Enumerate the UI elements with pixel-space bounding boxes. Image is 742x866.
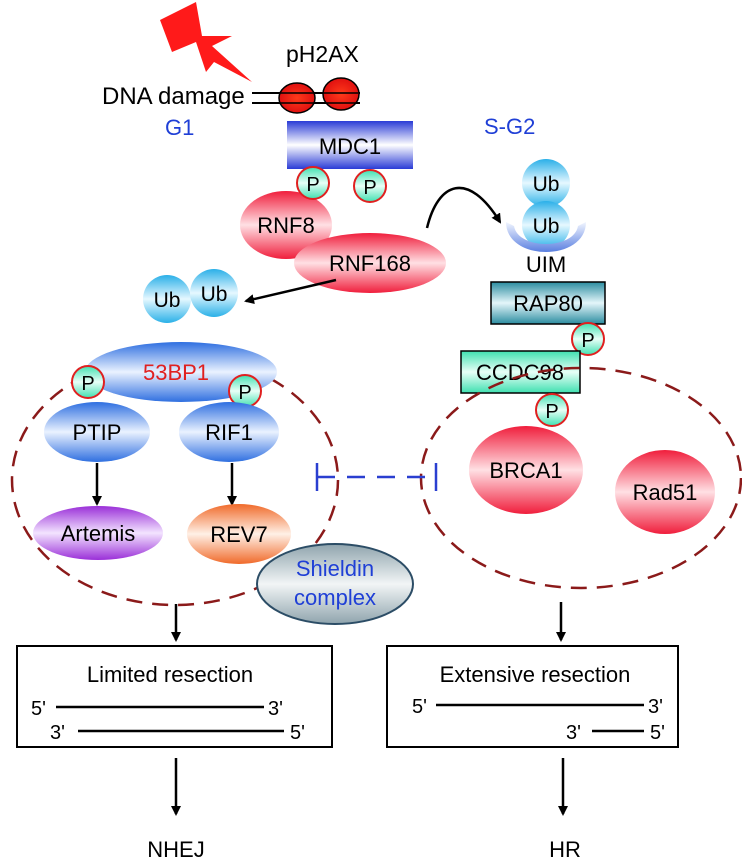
uim-cup bbox=[506, 222, 586, 252]
rnf8-label: RNF8 bbox=[257, 213, 314, 238]
extensive-resection-label: Extensive resection bbox=[440, 662, 631, 687]
limited-5prime-bottom: 5' bbox=[290, 722, 305, 744]
ubiquitin-left-1: Ub bbox=[143, 275, 191, 323]
uim-label: UIM bbox=[526, 252, 566, 277]
limited-3prime-top: 3' bbox=[268, 698, 283, 720]
ph2ax-label: pH2AX bbox=[286, 41, 359, 67]
artemis-ellipse bbox=[33, 506, 163, 560]
svg-text:Ub: Ub bbox=[201, 283, 228, 306]
ccdc98-box bbox=[460, 350, 581, 394]
svg-text:Ub: Ub bbox=[533, 215, 560, 238]
limited-5prime-top: 5' bbox=[31, 698, 46, 720]
nhej-label: NHEJ bbox=[147, 837, 204, 862]
rad51-label: Rad51 bbox=[633, 480, 698, 505]
mdc1-box bbox=[287, 121, 413, 169]
phospho-53bp1-right: P bbox=[228, 374, 262, 408]
mutual-inhibition-line bbox=[315, 463, 438, 491]
phospho-53bp1-left: P bbox=[71, 365, 105, 399]
phospho-rap80: P bbox=[571, 322, 605, 356]
histone-left bbox=[278, 82, 316, 114]
phospho-mdc1-left: P bbox=[296, 166, 330, 200]
svg-text:P: P bbox=[306, 174, 319, 196]
svg-text:Ub: Ub bbox=[533, 173, 560, 196]
curved-arrow-to-uim bbox=[425, 186, 502, 229]
extensive-3prime-bottom: 3' bbox=[566, 722, 581, 744]
artemis-label: Artemis bbox=[61, 521, 136, 546]
histone-right bbox=[322, 77, 360, 111]
rap80-box bbox=[490, 281, 606, 325]
limited-3prime-bottom: 3' bbox=[50, 722, 65, 744]
rev7-label: REV7 bbox=[210, 522, 267, 547]
lightning-bolt-icon bbox=[160, 2, 252, 82]
extensive-3prime-top: 3' bbox=[648, 696, 663, 718]
mdc1-label: MDC1 bbox=[319, 134, 381, 159]
hr-label: HR bbox=[549, 837, 581, 862]
svg-text:P: P bbox=[581, 330, 594, 352]
svg-text:P: P bbox=[238, 382, 251, 404]
rad51-ellipse bbox=[615, 450, 715, 534]
rnf8-ellipse bbox=[240, 191, 332, 259]
ubiquitin-left-2: Ub bbox=[190, 269, 238, 317]
ptip-label: PTIP bbox=[73, 420, 122, 445]
rev7-ellipse bbox=[187, 504, 291, 564]
rnf168-label: RNF168 bbox=[329, 251, 411, 276]
extensive-5prime-bottom: 5' bbox=[650, 722, 665, 744]
arrow-rnf168-to-ub bbox=[244, 278, 337, 305]
dna-damage-label: DNA damage bbox=[102, 83, 245, 110]
g1-label: G1 bbox=[165, 115, 194, 140]
phospho-ccdc98: P bbox=[535, 393, 569, 427]
ptip-ellipse bbox=[44, 402, 150, 462]
rif1-ellipse bbox=[179, 402, 279, 462]
rif1-label: RIF1 bbox=[205, 420, 253, 445]
ubiquitin-right-bottom: Ub bbox=[522, 201, 570, 249]
limited-resection-label: Limited resection bbox=[87, 662, 253, 687]
brca1-ellipse bbox=[469, 426, 583, 514]
ccdc98-label: CCDC98 bbox=[476, 360, 564, 385]
brca1-label: BRCA1 bbox=[489, 458, 562, 483]
shieldin-label-line1: Shieldin bbox=[296, 556, 374, 581]
shieldin-complex-ellipse bbox=[256, 543, 414, 625]
53bp1-label: 53BP1 bbox=[143, 360, 209, 385]
svg-text:P: P bbox=[81, 373, 94, 395]
ubiquitin-right-top: Ub bbox=[522, 159, 570, 207]
shieldin-label-line2: complex bbox=[294, 585, 376, 610]
s-g2-label: S-G2 bbox=[484, 114, 535, 139]
svg-text:P: P bbox=[545, 401, 558, 423]
rnf168-ellipse bbox=[294, 233, 446, 293]
rap80-label: RAP80 bbox=[513, 291, 583, 316]
phospho-mdc1-right: P bbox=[353, 169, 387, 203]
svg-text:Ub: Ub bbox=[154, 289, 181, 312]
extensive-5prime-top: 5' bbox=[412, 696, 427, 718]
svg-text:P: P bbox=[363, 177, 376, 199]
